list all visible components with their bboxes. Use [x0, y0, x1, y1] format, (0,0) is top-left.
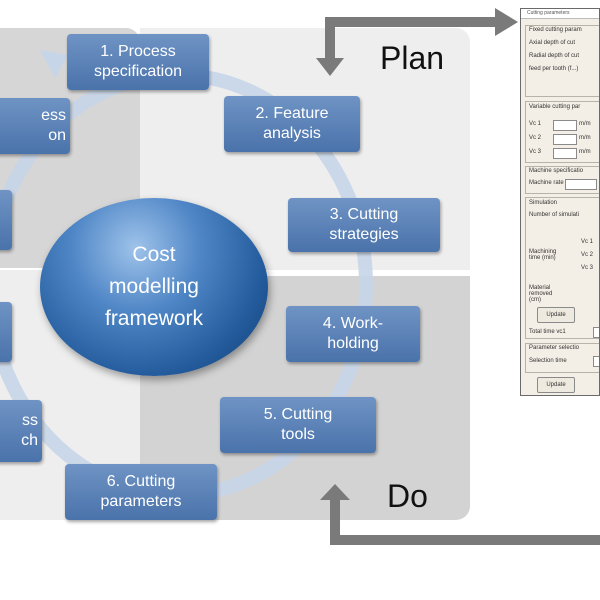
step-line: 1. Process [100, 43, 176, 60]
center-line: Cost [132, 243, 176, 266]
cost-modelling-framework-sphere: Cost modelling framework [40, 198, 268, 376]
do-connector-line [330, 500, 600, 545]
step-partial-left-bottom: ss ch [0, 400, 42, 462]
plan-arrow-right-head [495, 8, 518, 36]
feed-label: feed per tooth (f...) [529, 66, 579, 72]
step-work-holding: 4. Work-holding [286, 306, 420, 362]
window-title: Cutting parameters [521, 9, 599, 19]
simulation-header: Simulation [529, 200, 558, 206]
step-line: 2. Feature [255, 105, 329, 122]
machine-header: Machine specificatio [529, 168, 584, 174]
radial-label: Radial depth of cut [529, 53, 580, 59]
vc2-input[interactable] [553, 134, 577, 145]
step-partial-left-top: ess on [0, 98, 70, 154]
param-selection-header: Parameter selectio [529, 345, 580, 351]
param-selection-group [525, 343, 599, 373]
step-line: analysis [263, 125, 321, 142]
selection-time-input[interactable] [593, 356, 599, 367]
step-process-specification: 1. Process specification [67, 34, 209, 90]
step-line: strategies [329, 226, 399, 243]
step-line: 4. Work- [322, 315, 384, 332]
machine-spec-group [525, 166, 599, 194]
num-simulations-label: Number of simulati [529, 212, 580, 218]
step-line: parameters [100, 493, 182, 510]
step-line: 3. Cutting [329, 206, 399, 223]
update-button-2[interactable]: Update [537, 377, 575, 393]
machine-rate-label: Machine rate [529, 180, 564, 186]
step-feature-analysis: 2. Feature analysis [224, 96, 360, 152]
simulation-group [525, 197, 599, 339]
step-cutting-tools: 5. Cutting tools [220, 397, 376, 453]
step-line: holding [327, 335, 379, 352]
material-removed-label: Material removed (cm) [529, 285, 553, 303]
update-button[interactable]: Update [537, 307, 575, 323]
cycle-arrow-head [40, 50, 68, 78]
machining-time-label: Machining time (min) [529, 249, 557, 261]
total-time-label: Total time vc1 [529, 329, 566, 335]
center-line: framework [104, 307, 204, 330]
step-line: on [48, 127, 66, 144]
vc3-unit: m/m [579, 149, 591, 155]
vc2-label: Vc 2 [529, 135, 542, 141]
variable-params-group [525, 101, 599, 163]
do-label: Do [387, 478, 428, 514]
step-cutting-parameters: 6. Cutting parameters [65, 464, 217, 520]
step-line: ss [22, 412, 38, 429]
step-cutting-strategies: 3. Cutting strategies [288, 198, 440, 252]
step-partial-left-mid2 [0, 302, 12, 362]
variable-header: Variable cutting par [529, 104, 581, 110]
vc1-label: Vc 1 [529, 121, 542, 127]
vc2-unit: m/m [579, 135, 591, 141]
step-line: 5. Cutting [263, 406, 333, 423]
fixed-header: Fixed cutting param [529, 27, 582, 33]
fixed-params-group [525, 25, 599, 97]
selection-time-label: Selection time [529, 358, 567, 364]
plan-arrow-down-head [316, 58, 344, 76]
vc1-unit: m/m [579, 121, 591, 127]
plan-label: Plan [380, 40, 445, 76]
vc-short-3: Vc 3 [581, 265, 594, 271]
vc3-label: Vc 3 [529, 149, 542, 155]
step-line: specification [93, 63, 183, 80]
step-line: ch [21, 432, 38, 449]
do-arrow-up-head [320, 484, 350, 500]
total-time-input[interactable] [593, 327, 599, 338]
step-line: 6. Cutting [106, 473, 176, 490]
plan-connector-line [325, 17, 500, 60]
vc-short-1: Vc 1 [581, 239, 594, 245]
vc1-input[interactable] [553, 120, 577, 131]
vc3-input[interactable] [553, 148, 577, 159]
vc-short-2: Vc 2 [581, 252, 594, 258]
machine-rate-input[interactable] [565, 179, 597, 190]
center-line: modelling [109, 275, 199, 298]
step-line: tools [281, 426, 315, 443]
axial-label: Axial depth of cut [529, 40, 576, 46]
cutting-parameters-window: Cutting parameters Fixed cutting param A… [520, 8, 600, 396]
step-line: ess [41, 107, 66, 124]
step-partial-left-mid [0, 190, 12, 250]
